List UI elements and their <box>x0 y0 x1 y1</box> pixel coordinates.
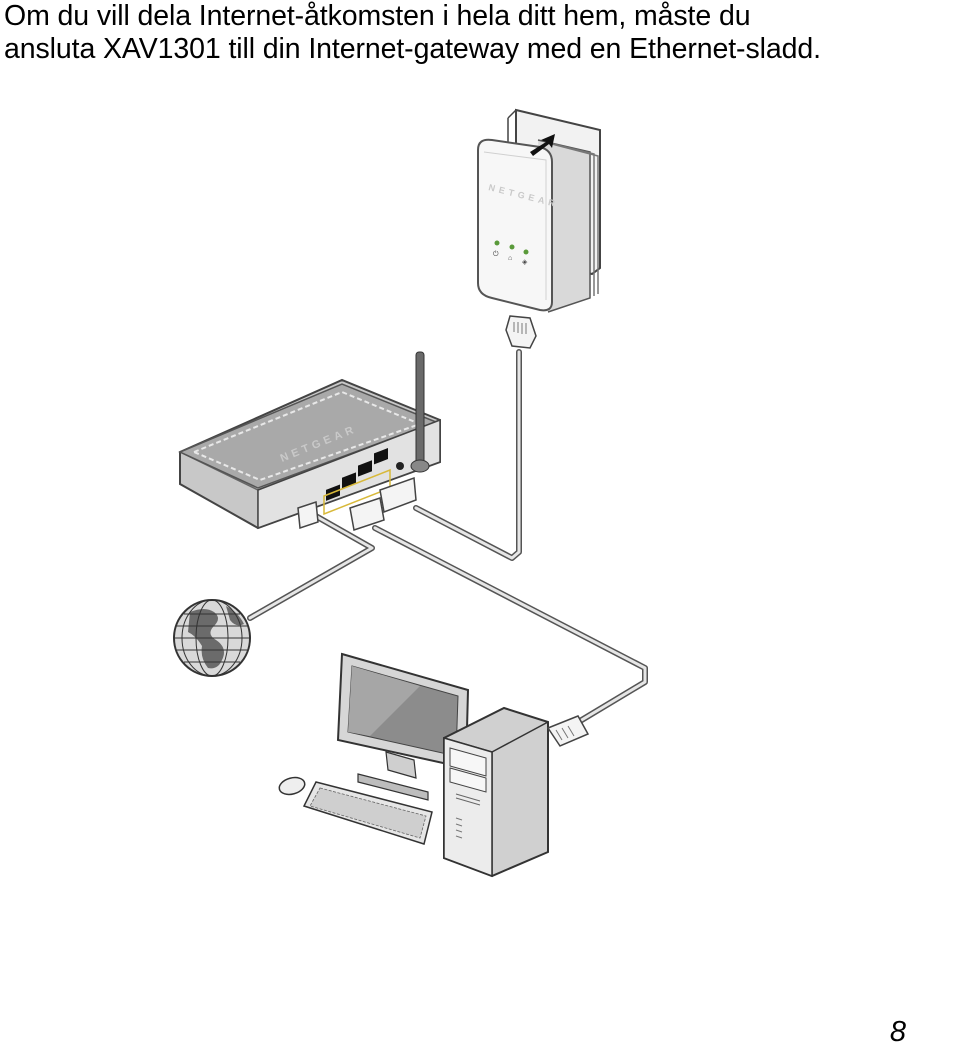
mouse <box>278 776 306 796</box>
page-number: 8 <box>889 1016 906 1048</box>
computer-ethernet-plug <box>546 715 590 747</box>
intro-line-1: Om du vill dela Internet-åtkomsten i hel… <box>4 0 751 32</box>
router-lan-ports <box>326 448 388 501</box>
svg-text:⏻: ⏻ <box>493 250 499 258</box>
powerline-adapter: NETGEAR ⏻ ⌂ ◈ <box>477 108 601 349</box>
keyboard <box>302 781 433 845</box>
computer-tower <box>443 706 549 878</box>
adapter-leds: ⏻ ⌂ ◈ <box>493 240 529 266</box>
svg-text:⌂: ⌂ <box>508 255 512 262</box>
router-plugs <box>297 476 417 531</box>
cables <box>247 349 648 733</box>
router-power-jack <box>396 462 404 470</box>
router-antenna <box>410 351 430 473</box>
adapter-ethernet-plug <box>505 315 537 349</box>
connection-diagram: NETGEAR ⏻ ⌂ ◈ NETGEAR <box>173 108 648 878</box>
computer <box>278 652 590 878</box>
intro-line-2: ansluta XAV1301 till din Internet-gatewa… <box>4 33 821 65</box>
internet-globe-icon <box>173 599 251 677</box>
intro-paragraph: Om du vill dela Internet-åtkomsten i hel… <box>4 0 959 66</box>
router: NETGEAR <box>178 351 441 531</box>
svg-text:◈: ◈ <box>522 259 528 266</box>
insert-arrow-icon <box>530 134 555 156</box>
